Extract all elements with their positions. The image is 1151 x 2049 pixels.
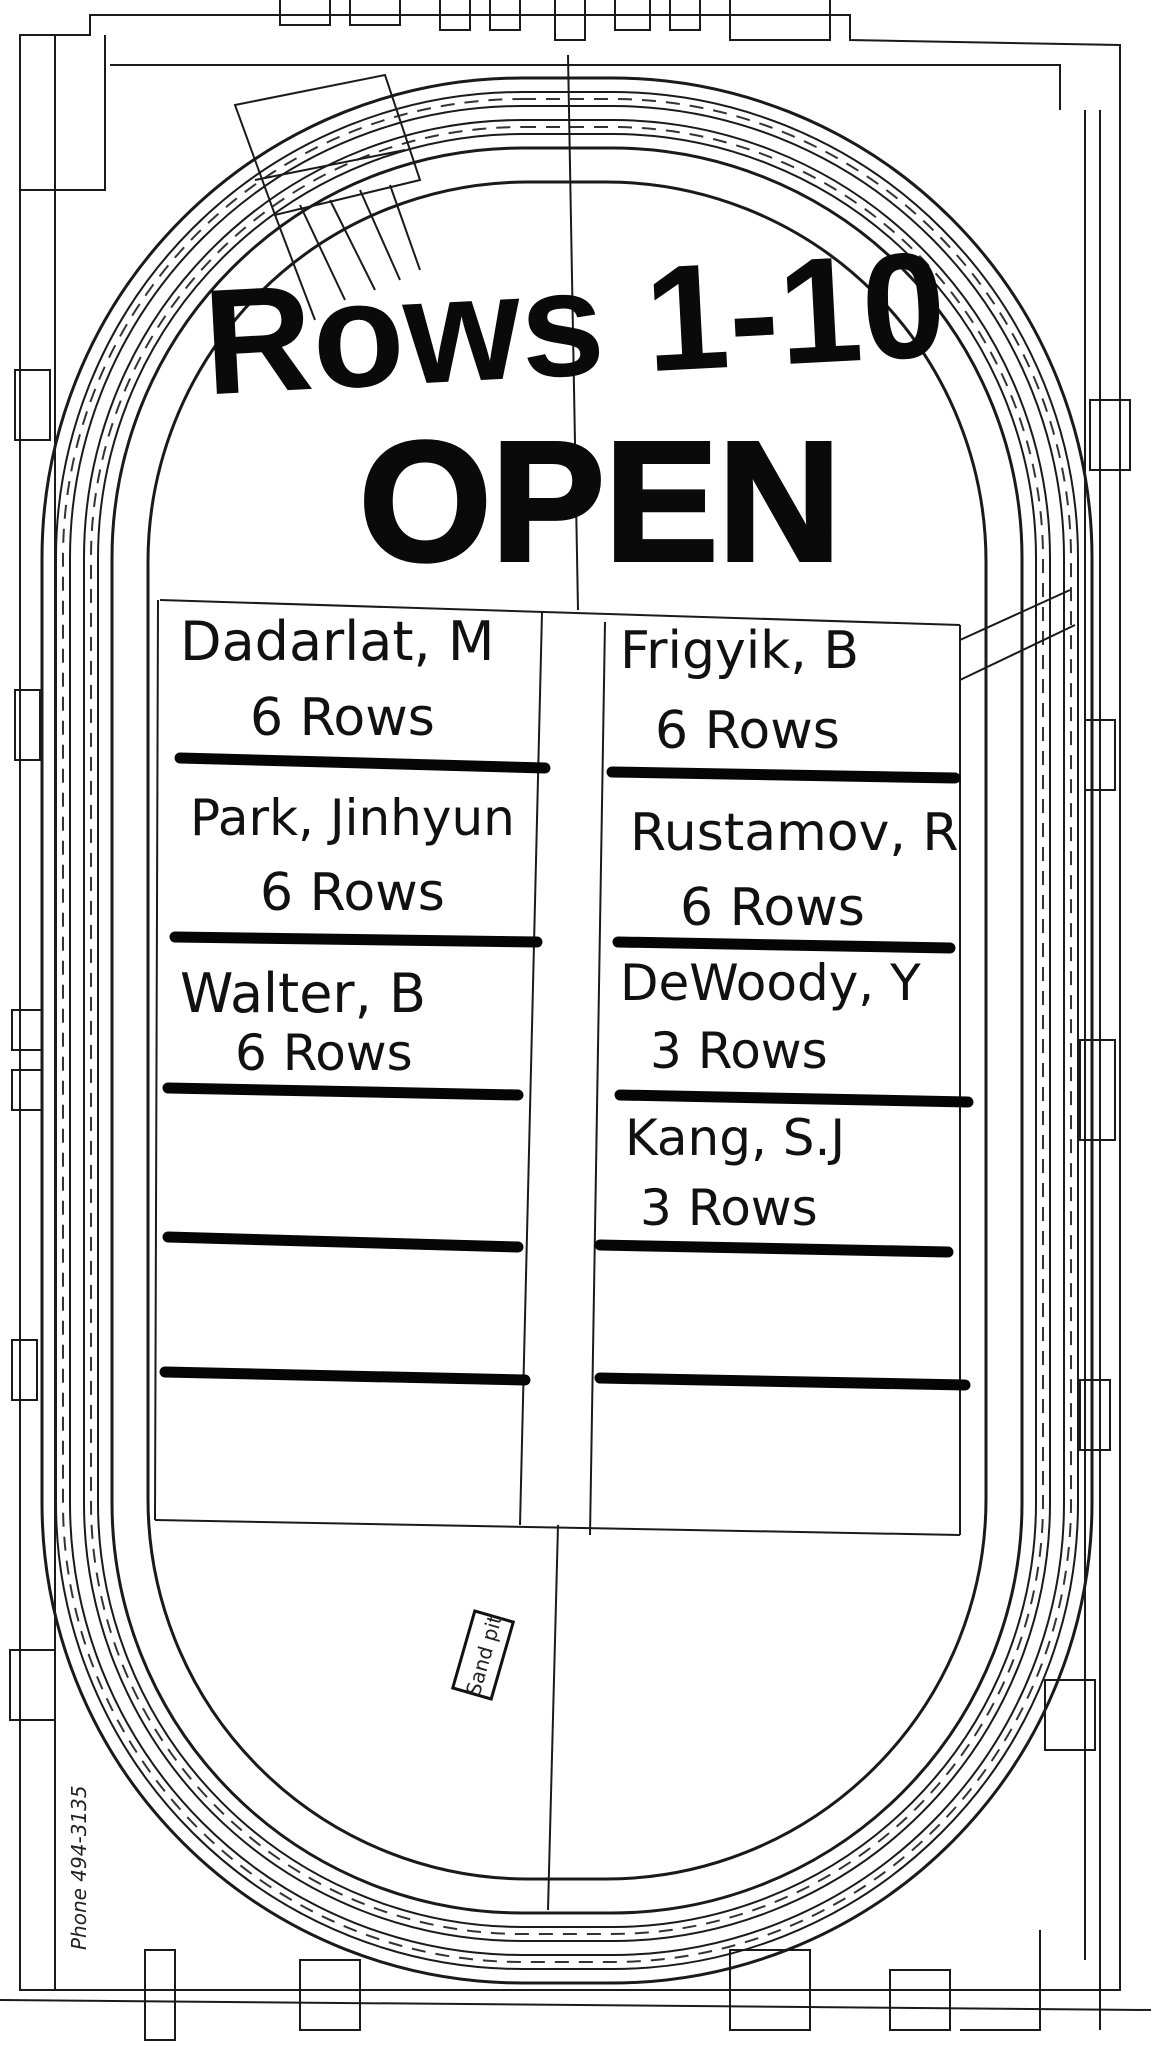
top-structures xyxy=(280,0,830,40)
entry-name: Rustamov, R xyxy=(630,803,959,863)
entry-right-3: DeWoody, Y 3 Rows xyxy=(620,954,921,1080)
entry-name: Walter, B xyxy=(180,962,426,1025)
entry-rows: 6 Rows xyxy=(655,701,840,761)
entry-right-2: Rustamov, R 6 Rows xyxy=(630,803,959,938)
entry-rows: 3 Rows xyxy=(640,1179,818,1237)
sand-pit: Sand pit xyxy=(452,1610,513,1701)
entry-right-1: Frigyik, B 6 Rows xyxy=(620,621,859,761)
right-column: Frigyik, B 6 Rows Rustamov, R 6 Rows DeW… xyxy=(620,621,959,1237)
entry-name: Frigyik, B xyxy=(620,621,859,681)
entry-name: Park, Jinhyun xyxy=(190,789,515,847)
entry-rows: 3 Rows xyxy=(650,1022,828,1080)
entry-name: DeWoody, Y xyxy=(620,954,921,1012)
entry-name: Dadarlat, M xyxy=(180,610,494,673)
entry-right-4: Kang, S.J 3 Rows xyxy=(625,1109,845,1237)
entry-left-2: Park, Jinhyun 6 Rows xyxy=(190,789,515,923)
entry-rows: 6 Rows xyxy=(250,688,435,748)
entry-rows: 6 Rows xyxy=(260,863,445,923)
left-column: Dadarlat, M 6 Rows Park, Jinhyun 6 Rows … xyxy=(180,610,515,1082)
entry-rows: 6 Rows xyxy=(235,1024,413,1082)
entry-left-1: Dadarlat, M 6 Rows xyxy=(180,610,494,748)
phone-label: Phone 494-3135 xyxy=(67,1785,91,1950)
title-line-2: OPEN xyxy=(359,407,841,597)
entry-name: Kang, S.J xyxy=(625,1109,845,1167)
entry-left-3: Walter, B 6 Rows xyxy=(180,962,426,1082)
entry-rows: 6 Rows xyxy=(680,878,865,938)
